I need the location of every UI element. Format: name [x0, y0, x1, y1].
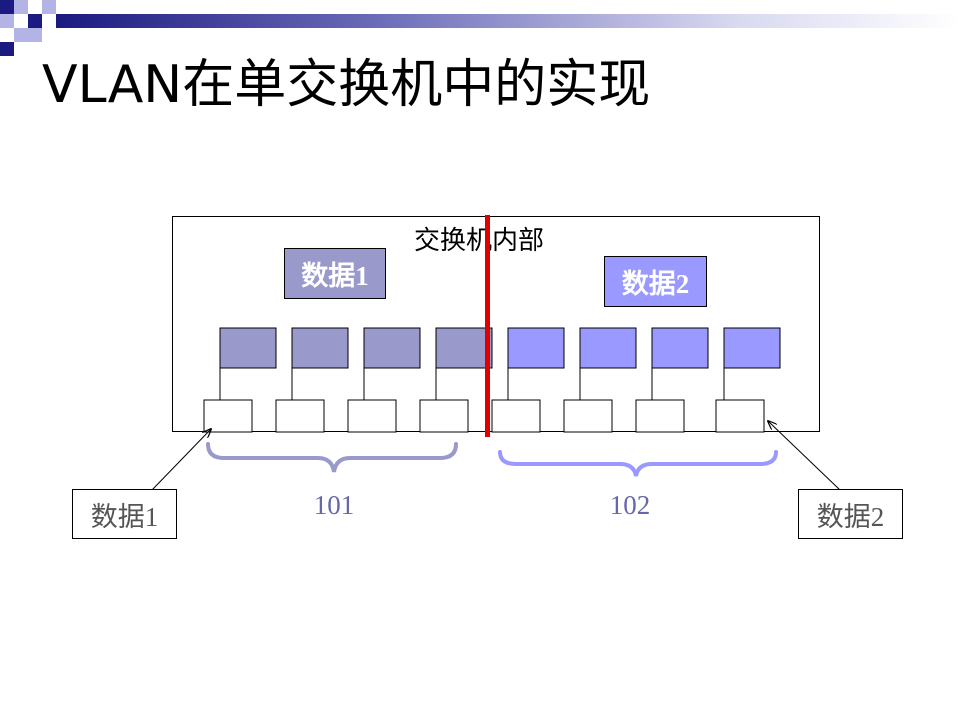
vlan-divider-line: [485, 215, 490, 437]
outer-data-tag-2-label: 数据2: [816, 501, 885, 532]
outer-data-tag-2: 数据2: [798, 489, 903, 539]
vlan102-modules: [507, 327, 781, 369]
corner-decoration: [0, 0, 60, 60]
switch-port: [635, 399, 685, 433]
switch-port: [419, 399, 469, 433]
switch-interior-label: 交换机内部: [414, 226, 545, 256]
vlan101-label: 101: [313, 490, 355, 520]
vlan101-brace: [206, 442, 458, 473]
deco-square: [28, 28, 42, 42]
switch-module: [579, 327, 637, 369]
vlan102-label: 102: [609, 490, 651, 520]
switch-ports: [203, 399, 765, 433]
switch-module: [219, 327, 277, 369]
arrow-data2-in: [768, 421, 841, 491]
deco-square: [0, 14, 14, 28]
arrow-data1-in: [151, 429, 211, 491]
switch-port: [715, 399, 765, 433]
switch-port: [563, 399, 613, 433]
inner-data-tag-1-label: 数据1: [301, 261, 369, 291]
vlan102-brace: [498, 450, 778, 477]
deco-square: [0, 0, 14, 14]
page-title: VLAN在单交换机中的实现: [42, 55, 651, 115]
vlan101-modules: [219, 327, 493, 369]
header-gradient-bar: [56, 14, 960, 28]
switch-module: [651, 327, 709, 369]
outer-data-tag-1: 数据1: [72, 489, 177, 539]
switch-module: [363, 327, 421, 369]
switch-port: [275, 399, 325, 433]
switch-module: [723, 327, 781, 369]
deco-square: [0, 42, 14, 56]
inner-data-tag-2: 数据2: [604, 256, 707, 307]
deco-square: [28, 14, 42, 28]
module-port-connectors: [219, 368, 725, 400]
deco-square: [42, 0, 56, 14]
switch-port: [491, 399, 541, 433]
switch-module: [291, 327, 349, 369]
switch-port: [347, 399, 397, 433]
inner-data-tag-1: 数据1: [284, 248, 386, 299]
switch-module: [435, 327, 493, 369]
inner-data-tag-2-label: 数据2: [621, 269, 690, 299]
switch-port: [203, 399, 253, 433]
deco-square: [14, 28, 28, 42]
switch-module: [507, 327, 565, 369]
deco-square: [14, 0, 28, 14]
outer-data-tag-1-label: 数据1: [90, 501, 159, 532]
